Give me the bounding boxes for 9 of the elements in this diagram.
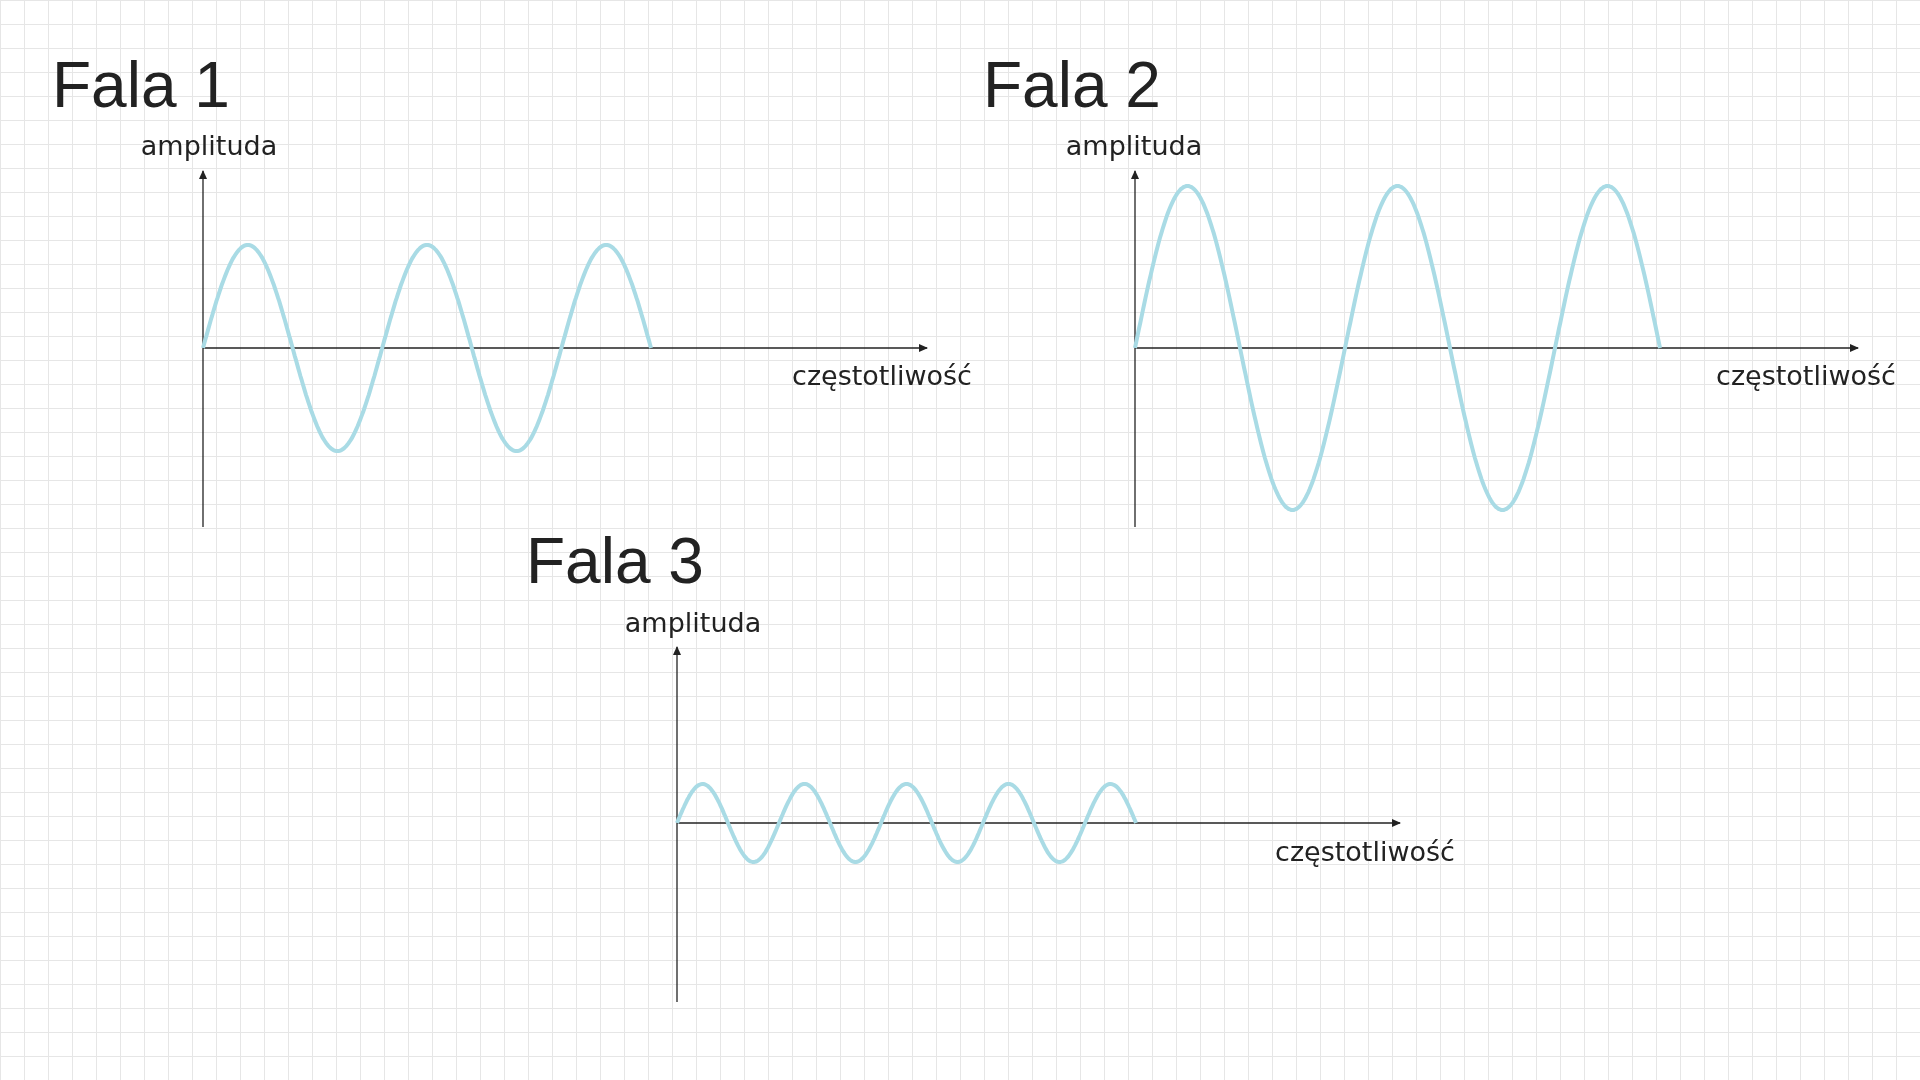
axis-label: amplituda [1065,129,1203,161]
chart-title: Fala 2 [983,48,1161,122]
chart-title: Fala 3 [526,524,704,598]
axis-label: częstotliwość [1716,359,1896,391]
axis-label: amplituda [624,606,762,638]
axis-label: częstotliwość [1275,835,1455,867]
axis-label: amplituda [140,129,278,161]
chart-title: Fala 1 [52,48,230,122]
axis-label: częstotliwość [792,359,972,391]
